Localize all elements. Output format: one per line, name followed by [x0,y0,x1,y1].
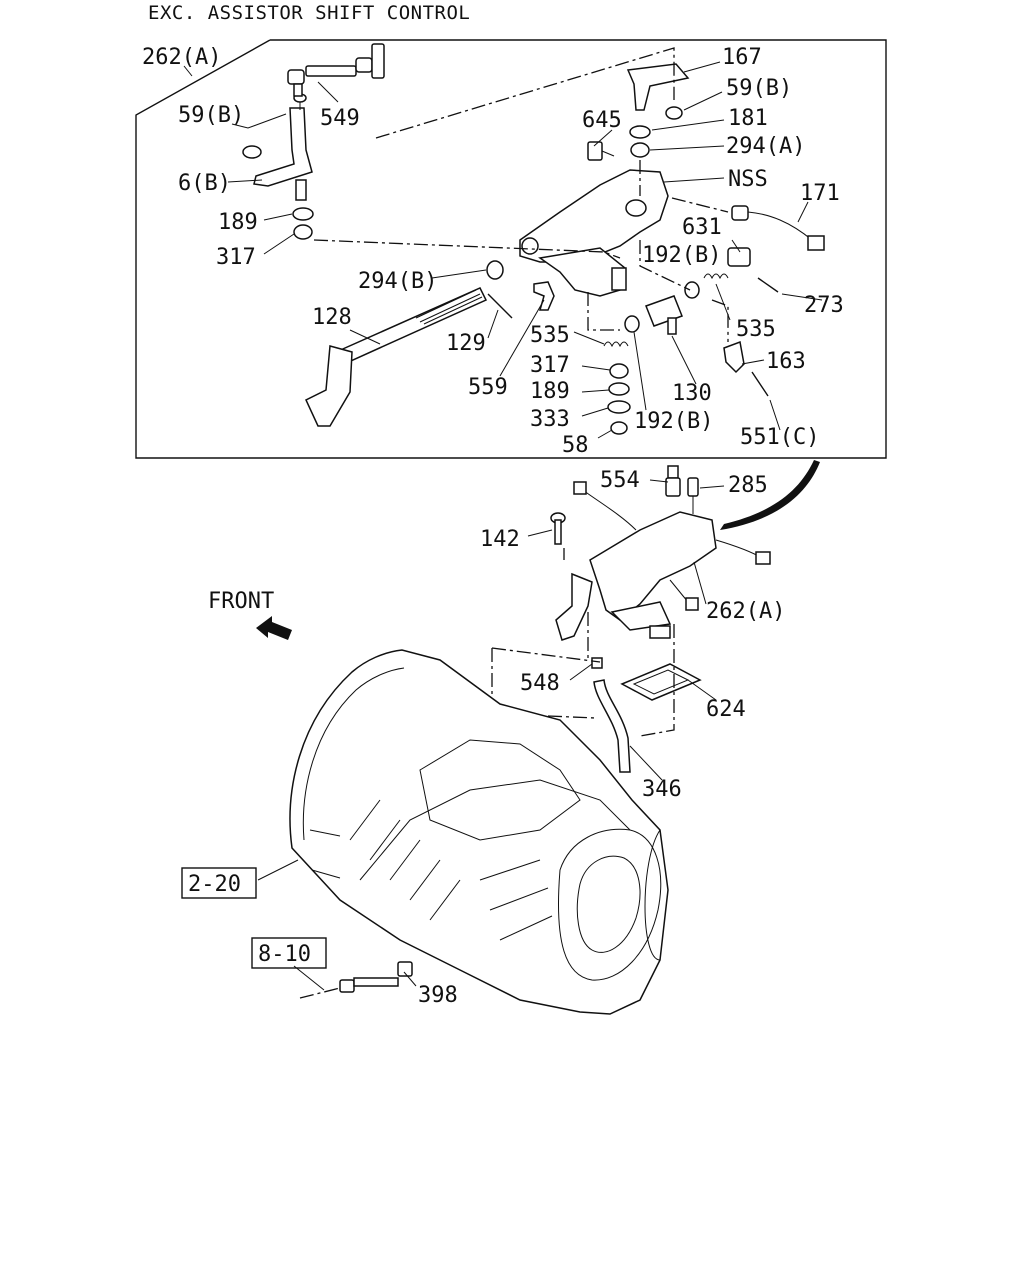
arm-163 [723,340,745,374]
inset-frame [135,39,887,459]
callout-317-mid: 317 [530,353,570,378]
clip-548 [591,657,603,669]
elbow-559 [533,281,555,311]
callout-551c: 551(C) [740,425,819,450]
callout-142: 142 [480,527,520,552]
callout-548: 548 [520,671,560,696]
sensor-398-part [299,961,413,999]
callout-645: 645 [582,108,622,133]
callout-554: 554 [600,468,640,493]
callout-192b-top: 192(B) [642,243,721,268]
callout-549: 549 [320,106,360,131]
callout-59b-right: 59(B) [726,76,792,101]
callout-181: 181 [728,106,768,131]
callout-189-top: 189 [218,210,258,235]
nut-59b-right [665,106,683,120]
callout-262a-bot: 262(A) [706,599,785,624]
callout-559: 559 [468,375,508,400]
pin-129 [487,293,513,319]
callout-171: 171 [800,181,840,206]
bush-317-top [293,224,313,240]
leader-lines [183,61,823,991]
ring-189-mid [608,382,630,396]
callout-346: 346 [642,777,682,802]
callout-192b-bot: 192(B) [634,409,713,434]
page-title: EXC. ASSISTOR SHIFT CONTROL [148,2,471,24]
washer-181 [629,125,651,139]
washer-192b-bot [624,315,640,333]
callout-58: 58 [562,433,589,458]
seal-294a [630,142,650,158]
block-631 [727,247,751,267]
bush-317-mid [609,363,629,379]
callout-130: 130 [672,381,712,406]
transmission-case [289,649,669,1015]
callout-129: 129 [446,331,486,356]
washer-333 [607,400,631,414]
pin-273 [757,277,779,293]
washer-192b-top [684,281,700,299]
callout-273: 273 [804,293,844,318]
callout-317-top: 317 [216,245,256,270]
sleeve-130-part [645,295,683,335]
shift-lever-part [253,93,313,201]
switch-554-part [665,465,681,497]
ring-189-top [292,207,314,221]
pin-551c [751,371,769,397]
switch-645-part [587,141,615,161]
callout-128: 128 [312,305,352,330]
callout-163: 163 [766,349,806,374]
callout-398: 398 [418,983,458,1008]
nut-59b-left [242,145,262,159]
callout-294a: 294(A) [726,134,805,159]
gasket-624-part [620,663,702,701]
callout-nss: NSS [728,167,768,192]
curve-arrow [720,460,820,530]
ref-box-8-10 [251,937,327,969]
front-arrow-icon [256,616,292,640]
callout-189-mid: 189 [530,379,570,404]
hose-346 [593,679,631,773]
callout-535-left: 535 [530,323,570,348]
nut-58 [610,421,628,435]
switch-285-part [687,477,699,514]
bolt-142-part [550,512,566,545]
spring-535-left [603,341,629,348]
shift-unit-assembly [555,481,771,641]
spring-535-right [703,273,729,280]
callout-167: 167 [722,45,762,70]
bracket-167-part [626,63,690,111]
callout-624: 624 [706,697,746,722]
seal-294b [486,260,504,280]
callout-59b-left: 59(B) [178,103,244,128]
ref-2-20: 2-20 [188,872,241,897]
rod-end-part [287,43,385,97]
ref-8-10: 8-10 [258,942,311,967]
shift-housing-part [519,169,669,297]
callout-262a-top: 262(A) [142,45,221,70]
ref-box-2-20 [181,867,257,899]
callout-535-right: 535 [736,317,776,342]
callout-333: 333 [530,407,570,432]
callout-285: 285 [728,473,768,498]
callout-631: 631 [682,215,722,240]
sensor-171-part [731,205,825,251]
shift-shaft-part [305,287,488,427]
callout-6b: 6(B) [178,171,231,196]
callout-294b: 294(B) [358,269,437,294]
front-label: FRONT [208,589,274,614]
